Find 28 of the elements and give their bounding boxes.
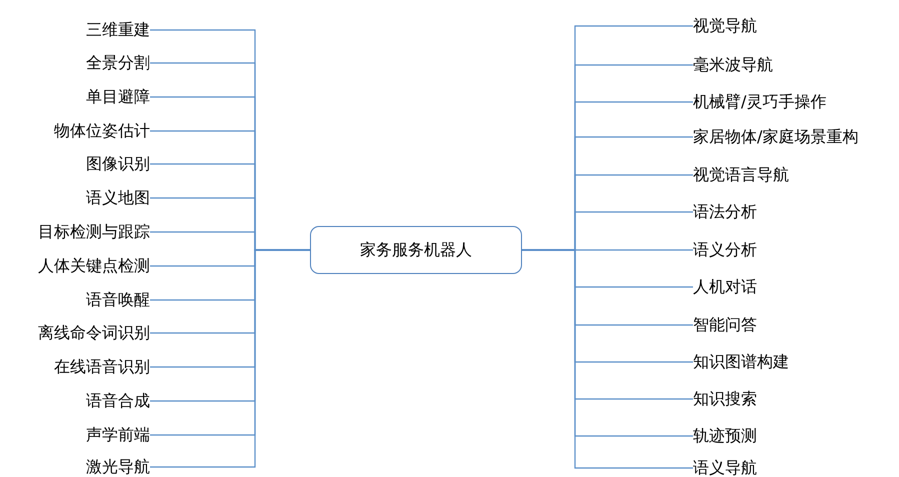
branch-label: 语法分析 [693,202,757,222]
branch-label: 全景分割 [86,53,150,73]
branch-label: 在线语音识别 [54,357,150,377]
branch-label: 语义分析 [693,240,757,260]
branch-label: 三维重建 [86,20,150,40]
branch-label: 语义导航 [693,458,757,477]
branch-label: 视觉语言导航 [693,165,789,185]
branch-label: 目标检测与跟踪 [38,222,150,242]
branch-label: 语义地图 [86,188,150,208]
branch-label: 激光导航 [86,457,150,477]
topic-box: 家务服务机器人 [310,226,522,274]
branch-label: 家居物体/家庭场景重构 [693,127,858,147]
branch-label: 机械臂/灵巧手操作 [693,92,826,112]
branch-label: 声学前端 [86,425,150,445]
branch-label: 知识图谱构建 [693,352,789,372]
branch-label: 图像识别 [86,154,150,174]
branch-label: 毫米波导航 [693,55,773,75]
branch-label: 轨迹预测 [693,426,757,446]
branch-label: 知识搜索 [693,389,757,409]
branch-label: 语音唤醒 [86,290,150,310]
branch-label: 语音合成 [86,391,150,411]
branch-label: 单目避障 [86,87,150,107]
branch-label: 人体关键点检测 [38,256,150,276]
branch-label: 智能问答 [693,315,757,335]
branch-label: 物体位姿估计 [54,121,150,141]
branch-label: 离线命令词识别 [38,323,150,343]
branch-label: 人机对话 [693,277,757,297]
branch-label: 视觉导航 [693,16,757,36]
